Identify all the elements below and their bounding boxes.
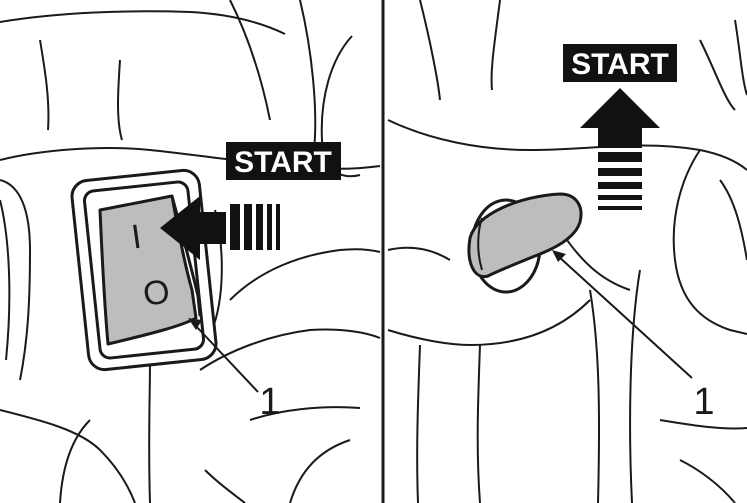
left-housing-outline: [230, 249, 380, 300]
left-housing-outline: [118, 60, 122, 140]
start-label-text: START: [571, 48, 669, 81]
start-label-right: START: [563, 44, 677, 82]
start-label-left: START: [226, 142, 341, 180]
switch-off-mark: O: [141, 272, 172, 313]
arrow-tail-segment: [598, 182, 642, 189]
left-housing-outline: [40, 40, 48, 130]
arrow-tail-segment: [276, 204, 280, 250]
arrow-tail-segment: [598, 206, 642, 210]
arrow-tail-segment: [598, 195, 642, 200]
left-housing-outline: [0, 11, 285, 34]
callout-number-left: 1: [259, 381, 280, 423]
toggle-switch[interactable]: [469, 194, 581, 292]
right-housing-outline: [630, 270, 640, 503]
right-housing-outline: [560, 230, 630, 290]
start-label-text: START: [234, 146, 332, 179]
up-arrow: [580, 88, 660, 210]
left-housing-outline: [0, 200, 9, 360]
arrow-head-up: [580, 88, 660, 148]
arrow-tail-segment: [244, 204, 252, 250]
right-housing-outline: [492, 0, 500, 90]
right-housing-outline: [417, 345, 420, 503]
right-housing-outline: [478, 345, 480, 503]
left-housing-outline: [300, 0, 315, 150]
right-housing-outline: [388, 248, 450, 260]
arrow-tail-segment: [267, 204, 272, 250]
right-housing-outline: [420, 0, 440, 100]
left-housing-outline: [290, 440, 350, 503]
callout-leader-right: [558, 256, 692, 378]
left-housing-outline: [200, 329, 380, 370]
arrow-tail-segment: [230, 204, 240, 250]
left-housing-outline: [0, 180, 30, 380]
callout-number-right: 1: [693, 381, 714, 423]
right-housing-outline: [700, 40, 735, 110]
left-housing-outline: [205, 470, 245, 503]
right-housing-outline: [680, 460, 735, 503]
arrow-tail-segment: [256, 204, 263, 250]
right-housing-outline: [590, 290, 599, 503]
left-housing-outline: [149, 360, 150, 503]
right-housing-outline: [720, 180, 747, 260]
arrow-tail-segment: [598, 168, 642, 176]
right-housing-outline: [674, 150, 747, 334]
arrow-tail-segment: [598, 152, 642, 162]
right-housing-outline: [388, 300, 590, 345]
right-housing-outline: [735, 20, 747, 95]
